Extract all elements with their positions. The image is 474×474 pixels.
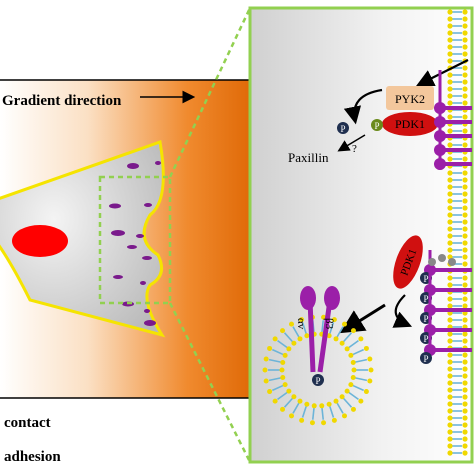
svg-text:P: P: [423, 314, 428, 324]
pdk1-phospho-top: [371, 119, 383, 131]
pdk1-middle: PDK1: [393, 235, 423, 289]
zoom-connector-bottom: [168, 302, 252, 463]
integrin-alpha-v-beta3: αv β3 P: [295, 286, 340, 386]
svg-text:P: P: [423, 294, 428, 304]
paxillin-label: Paxillin: [288, 150, 329, 165]
alpha-v-label: αv: [295, 318, 307, 330]
pyk2-box: [386, 86, 434, 110]
integrin-phospho-label: P: [315, 376, 320, 386]
pyk2-complex: PYK2 PDK1 P: [371, 86, 438, 136]
migrating-cell: [0, 139, 166, 338]
curved-arrow-top: [343, 88, 383, 125]
gradient-direction-label: Gradient direction: [2, 93, 122, 109]
paxillin-phospho-label: P: [340, 124, 345, 134]
svg-text:P: P: [423, 274, 428, 284]
svg-text:P: P: [423, 354, 428, 364]
endocytosis-arrow: [339, 303, 386, 334]
pdk1-phospho-top-label: P: [374, 121, 379, 131]
pdk1-top-label: PDK1: [395, 117, 425, 131]
zoom-connector-top: [168, 7, 252, 178]
svg-text:P: P: [423, 334, 428, 344]
integrin-phospho: [312, 374, 324, 386]
paxillin-arrow: [337, 134, 366, 152]
question-mark: ?: [352, 143, 357, 155]
beta3-label: β3: [323, 318, 335, 330]
legend-adhesion-label: adhesion: [4, 449, 61, 465]
pyk2-label: PYK2: [395, 92, 425, 106]
curved-arrow-mid: [392, 294, 413, 328]
endocytic-vesicle: [262, 314, 374, 426]
pdk1-top: [382, 112, 438, 136]
zoom-region: [98, 175, 172, 305]
nucleus: [12, 225, 68, 257]
incoming-arrow: [416, 59, 469, 86]
paxillin-phospho: [337, 122, 349, 134]
cell-adhesion-sites: [109, 161, 161, 326]
legend-contact-label: contact: [4, 415, 51, 431]
